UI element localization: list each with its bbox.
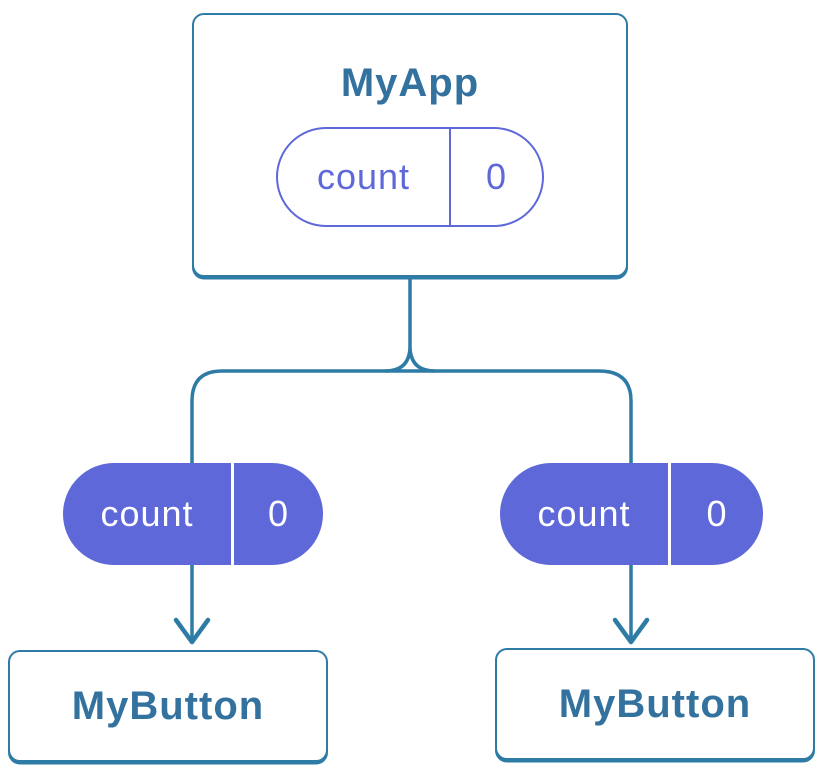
prop-name-label: count [63,463,234,565]
mybutton-card-title: MyButton [71,684,265,728]
myapp-card-title: MyApp [340,61,480,105]
mybutton-card-right: MyButton [495,648,815,760]
prop-name-label: count [500,463,671,565]
mybutton-card-title: MyButton [558,682,752,726]
mybutton-card-left: MyButton [8,650,328,762]
root-stem-line [384,277,436,373]
prop-value: 0 [267,493,290,534]
prop-pill-left: count 0 [63,463,323,565]
arrow-down-icon [173,617,211,645]
arrow-down-icon [612,617,650,645]
state-name-label: count [278,129,451,225]
state-value: 0 [485,156,508,197]
myapp-card: MyApp count 0 [192,13,628,277]
prop-pill-right: count 0 [500,463,763,565]
prop-value: 0 [706,493,728,534]
root-state-pill: count 0 [276,127,544,227]
branch-bracket-line [190,369,633,643]
